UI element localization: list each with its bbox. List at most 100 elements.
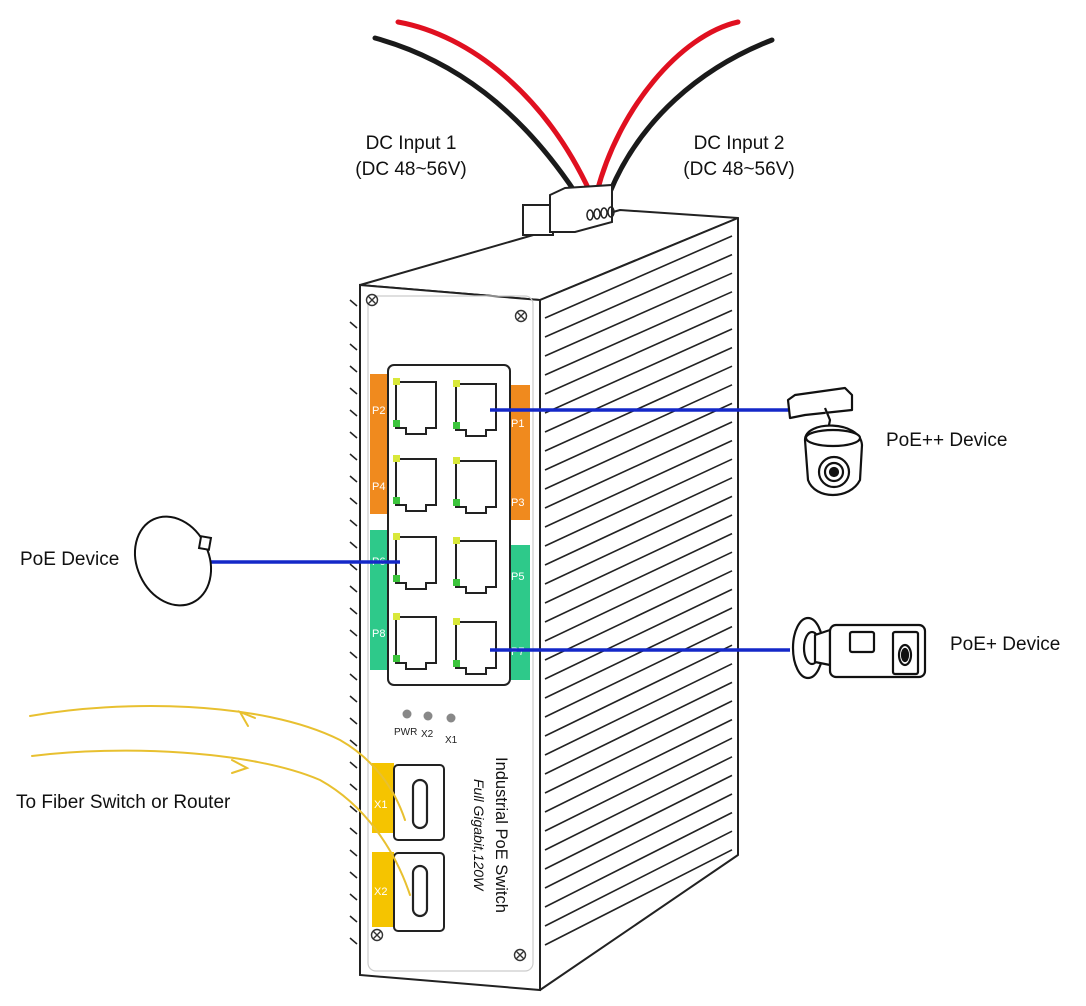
edge-notch bbox=[349, 893, 358, 901]
port-led-green bbox=[453, 660, 460, 667]
poe-pp-device-label: PoE++ Device bbox=[886, 430, 1008, 451]
heatsink-fin bbox=[544, 607, 733, 699]
port-led-green bbox=[393, 497, 400, 504]
heatsink-fin bbox=[544, 421, 733, 509]
sfp-slots: X1 X2 bbox=[372, 763, 445, 932]
rj45-port-p2[interactable] bbox=[393, 378, 437, 435]
dc-input-2-label: DC Input 2 (DC 48~56V) bbox=[673, 131, 805, 183]
port-led-yellow bbox=[393, 533, 400, 540]
heatsink-fin bbox=[544, 737, 733, 832]
led-label-x2: X2 bbox=[421, 729, 434, 740]
port-group-left-green bbox=[370, 530, 392, 670]
port-label-p2: P2 bbox=[372, 405, 385, 417]
heatsink-fin bbox=[544, 235, 733, 319]
fiber-arrow-x2 bbox=[231, 759, 250, 774]
dc-input-1-red-wire bbox=[395, 19, 593, 195]
heatsink-fin bbox=[544, 811, 733, 908]
rj45-port-p1[interactable] bbox=[453, 380, 497, 437]
heatsink-fin bbox=[544, 532, 733, 623]
sfp-x2-module bbox=[411, 864, 429, 918]
edge-notch bbox=[349, 409, 358, 417]
edge-notch bbox=[349, 585, 358, 593]
heatsink-fin bbox=[544, 774, 733, 870]
rj45-port-p8[interactable] bbox=[393, 613, 437, 670]
heatsink-fin bbox=[544, 700, 733, 794]
edge-notch bbox=[349, 563, 358, 571]
led-pwr bbox=[402, 709, 412, 719]
dc-input-1-label: DC Input 1 (DC 48~56V) bbox=[345, 131, 477, 183]
heatsink-fin bbox=[544, 644, 733, 737]
edge-notch bbox=[349, 453, 358, 461]
edge-notch bbox=[349, 541, 358, 549]
heatsink-fin bbox=[544, 253, 733, 338]
heatsink-fin bbox=[544, 570, 733, 661]
edge-notch bbox=[349, 497, 358, 505]
left-edge-notches bbox=[349, 299, 358, 945]
led-x2 bbox=[423, 711, 433, 721]
rj45-port-p5[interactable] bbox=[453, 537, 497, 594]
edge-notch bbox=[349, 431, 358, 439]
terminal-block bbox=[522, 183, 615, 236]
led-label-x1: X1 bbox=[445, 735, 458, 746]
terminal-clip bbox=[522, 204, 554, 236]
port-label-p7: P7 bbox=[511, 646, 524, 658]
rj45-port-p6[interactable] bbox=[393, 533, 437, 590]
fiber-line-x1 bbox=[29, 705, 406, 821]
rj45-port-p4[interactable] bbox=[393, 455, 437, 512]
heatsink-fin bbox=[544, 291, 733, 376]
port-label-p1: P1 bbox=[511, 418, 524, 430]
poe-plus-device-label: PoE+ Device bbox=[950, 634, 1061, 655]
rj45-port-p7[interactable] bbox=[453, 618, 497, 675]
heatsink-fin bbox=[544, 328, 733, 414]
switch-front-face: P2 P1 P4 P3 P6 P5 P8 P7 PWR X2 X1 X1 bbox=[349, 283, 541, 992]
heatsink-fin bbox=[544, 551, 733, 642]
rj45-port-cage bbox=[387, 364, 511, 686]
heatsink-fin bbox=[544, 477, 733, 566]
dc-input-2-voltage: (DC 48~56V) bbox=[683, 159, 795, 180]
heatsink-fin bbox=[544, 830, 733, 927]
port-led-green bbox=[453, 579, 460, 586]
heatsink-fin bbox=[544, 625, 733, 718]
fiber-line-x2 bbox=[31, 749, 411, 896]
sfp-x1-tag bbox=[372, 763, 394, 833]
dc-input-1-voltage: (DC 48~56V) bbox=[355, 159, 467, 180]
status-leds: PWR X2 X1 bbox=[394, 709, 458, 746]
edge-notch bbox=[349, 299, 358, 307]
edge-notch bbox=[349, 387, 358, 395]
port-label-p4: P4 bbox=[372, 481, 385, 493]
heatsink-fin bbox=[544, 718, 733, 813]
bullet-camera-icon bbox=[791, 616, 927, 680]
port-led-green bbox=[453, 422, 460, 429]
ptz-camera-icon bbox=[786, 386, 864, 496]
edge-notch bbox=[349, 937, 358, 945]
edge-notch bbox=[349, 475, 358, 483]
port-group-right-orange bbox=[508, 385, 530, 520]
fiber-lines bbox=[29, 705, 411, 896]
edge-notch bbox=[349, 915, 358, 923]
heatsink-fin bbox=[544, 402, 733, 490]
edge-notch bbox=[349, 365, 358, 373]
sfp-label-x1: X1 bbox=[374, 799, 387, 811]
edge-notch bbox=[349, 739, 358, 747]
product-subtitle: Full Gigabit,120W bbox=[471, 779, 487, 892]
dc-input-2-red-wire bbox=[594, 19, 741, 195]
rj45-port-p3[interactable] bbox=[453, 457, 497, 514]
heatsink-fin bbox=[544, 495, 733, 585]
port-led-yellow bbox=[453, 380, 460, 387]
sfp-x2-tag bbox=[372, 852, 394, 927]
dc-input-1-black-wire bbox=[372, 35, 578, 195]
rj45-ports bbox=[393, 378, 497, 675]
led-x1 bbox=[446, 713, 456, 723]
heatsink-fin bbox=[544, 793, 733, 889]
heatsink-fin bbox=[544, 458, 733, 547]
heatsink-fin bbox=[544, 663, 733, 756]
heatsink-fin bbox=[544, 756, 733, 851]
edge-notch bbox=[349, 651, 358, 659]
edge-notch bbox=[349, 827, 358, 835]
port-led-green bbox=[453, 499, 460, 506]
port-led-yellow bbox=[393, 378, 400, 385]
product-text: Industrial PoE Switch Full Gigabit,120W bbox=[471, 757, 510, 913]
edge-notch bbox=[349, 607, 358, 615]
